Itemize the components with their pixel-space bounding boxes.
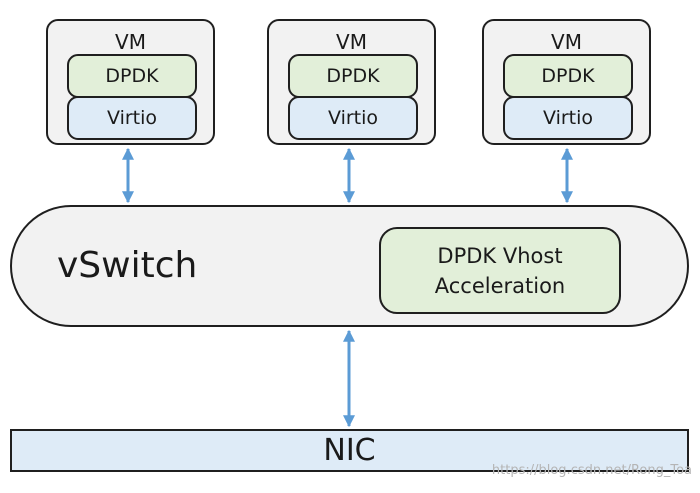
vm-label: VM bbox=[551, 30, 582, 54]
dpdk-vhost-acceleration-box: DPDK Vhost Acceleration bbox=[379, 227, 621, 314]
nic-label: NIC bbox=[323, 433, 376, 468]
vm-box-1: VM DPDK Virtio bbox=[46, 19, 215, 145]
virtio-box: Virtio bbox=[503, 96, 633, 140]
accel-line-1: DPDK Vhost bbox=[437, 243, 563, 268]
dpdk-box: DPDK bbox=[288, 54, 418, 98]
vm-box-3: VM DPDK Virtio bbox=[482, 19, 651, 145]
vswitch-label: vSwitch bbox=[57, 245, 198, 286]
watermark-text: https://blog.csdn.net/Rong_Toa bbox=[491, 463, 692, 478]
accel-line-2: Acceleration bbox=[434, 273, 566, 298]
vm-label: VM bbox=[115, 30, 146, 54]
vswitch-box: vSwitch DPDK Vhost Acceleration bbox=[10, 205, 689, 327]
nic-box: NIC bbox=[10, 429, 689, 472]
virtio-box: Virtio bbox=[67, 96, 197, 140]
vm-box-2: VM DPDK Virtio bbox=[267, 19, 436, 145]
virtio-box: Virtio bbox=[288, 96, 418, 140]
vm-label: VM bbox=[336, 30, 367, 54]
